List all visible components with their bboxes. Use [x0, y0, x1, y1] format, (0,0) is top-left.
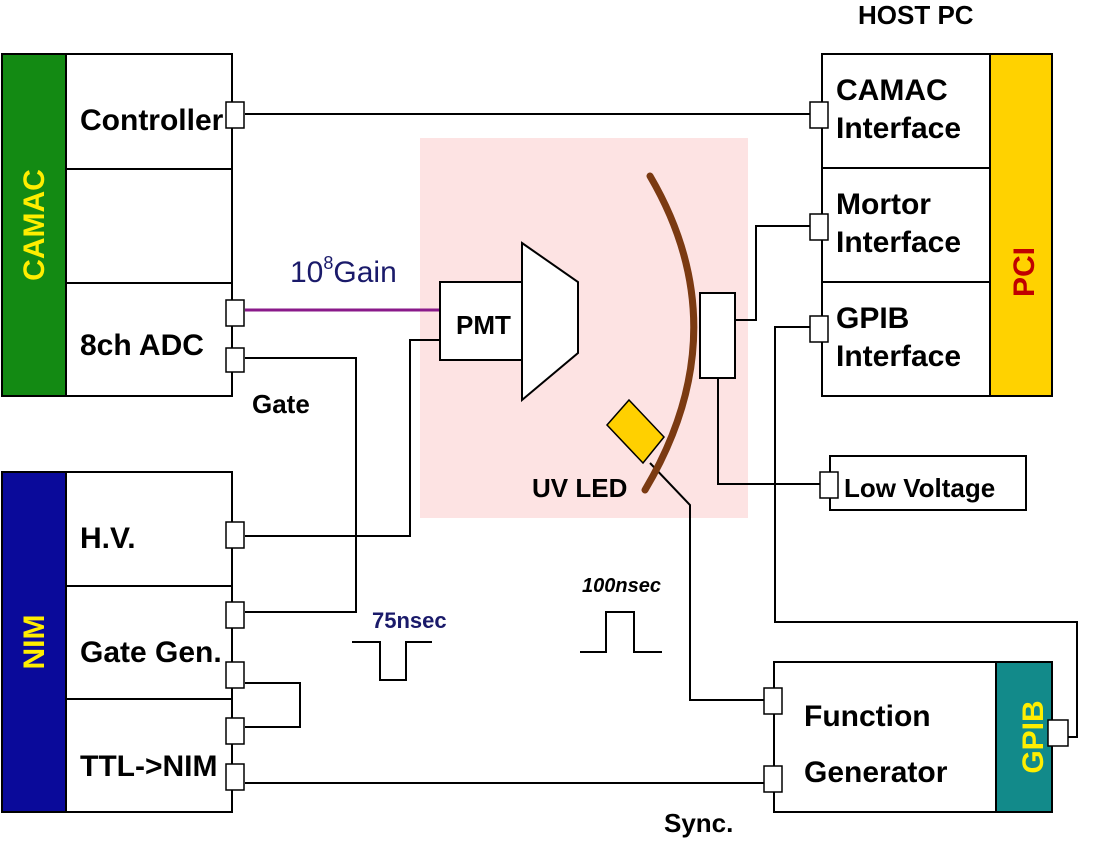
mirror-arc [641, 172, 698, 494]
pulse-100nsec-label: 100nsec [582, 575, 661, 597]
gpib-interface-port [809, 315, 829, 343]
fg-line2: Generator [804, 756, 948, 789]
host-pc-title: HOST PC [858, 0, 974, 30]
pmt-cone [521, 241, 579, 403]
pulse-75nsec-label: 75nsec [372, 608, 447, 633]
nim-hv-module [65, 471, 233, 587]
gategen-in-port [225, 601, 245, 629]
camac-label: CAMAC [18, 169, 51, 281]
camac-interface-module [821, 53, 991, 169]
pulse-100nsec: 100nsec [580, 575, 662, 653]
motor-interface-line1: Mortor [836, 188, 931, 221]
hv-port [225, 521, 245, 549]
low-voltage-port [819, 471, 839, 499]
pci-label: PCI [1008, 247, 1041, 297]
wires [245, 113, 1078, 784]
controller-port [225, 101, 245, 129]
fg-gpib-bar [995, 661, 1053, 813]
wire-adc-gate [245, 357, 357, 613]
pulse-100nsec-shape [580, 611, 662, 653]
ttl-out-port [225, 763, 245, 791]
gpib-interface-module [821, 281, 991, 397]
function-generator: GPIB Function Generator [763, 661, 1069, 813]
gpib-interface-line2: Interface [836, 340, 961, 373]
nim-ttl-module [65, 698, 233, 813]
camac-interface-line1: CAMAC [836, 74, 948, 107]
gate-label: Gate [252, 389, 310, 419]
gategen-label: Gate Gen. [80, 636, 222, 669]
adc-label: 8ch ADC [80, 329, 204, 362]
gain-label: 108Gain [290, 253, 397, 289]
wire-gpib [774, 326, 1078, 738]
motor-interface-port [809, 213, 829, 241]
motor-stage-box [699, 292, 736, 379]
dark-box-contents: PMT UV LED [439, 172, 736, 503]
wire-low-voltage [717, 378, 822, 485]
camac-empty-module [65, 168, 233, 284]
low-voltage: Low Voltage [819, 455, 1027, 511]
uv-led-diamond [605, 398, 665, 465]
hv-label: H.V. [80, 522, 136, 555]
pulse-75nsec: 75nsec [352, 608, 447, 681]
low-voltage-label: Low Voltage [844, 473, 995, 503]
gpib-interface-line1: GPIB [836, 302, 909, 335]
camac-crate: CAMAC Controller 8ch ADC [1, 53, 245, 397]
low-voltage-box [829, 455, 1027, 511]
gategen-out-port [225, 661, 245, 689]
sync-label: Sync. [664, 808, 733, 838]
nim-crate: NIM H.V. Gate Gen. TTL->NIM [1, 471, 245, 813]
wire-gategen-ttl [245, 682, 301, 728]
nim-label: NIM [18, 615, 51, 670]
controller-label: Controller [80, 104, 224, 137]
adc-gate-port [225, 347, 245, 373]
nim-bar [1, 471, 67, 813]
pulse-75nsec-shape [352, 641, 432, 681]
ttl-in-port [225, 717, 245, 745]
host-pc: HOST PC PCI CAMAC Interface Mortor Inter… [809, 0, 1053, 397]
wire-led-fg [649, 462, 765, 701]
fg-trigger-port [763, 687, 783, 715]
wire-motor [735, 225, 810, 321]
fg-gpib-port [1047, 719, 1069, 747]
motor-interface-line2: Interface [836, 226, 961, 259]
camac-interface-line2: Interface [836, 112, 961, 145]
motor-interface-module [821, 167, 991, 283]
adc-input-port [225, 299, 245, 327]
pmt-label: PMT [456, 310, 511, 340]
pci-bar [989, 53, 1053, 397]
uv-led-label: UV LED [532, 473, 627, 503]
camac-adc-module [65, 282, 233, 397]
fg-line1: Function [804, 700, 931, 733]
ttl-nim-label: TTL->NIM [80, 750, 217, 783]
fg-gpib-label: GPIB [1017, 700, 1050, 773]
wire-hv-pmt [245, 339, 440, 537]
fg-sync-port [763, 765, 783, 793]
camac-interface-port [809, 101, 829, 129]
function-generator-box [773, 661, 997, 813]
